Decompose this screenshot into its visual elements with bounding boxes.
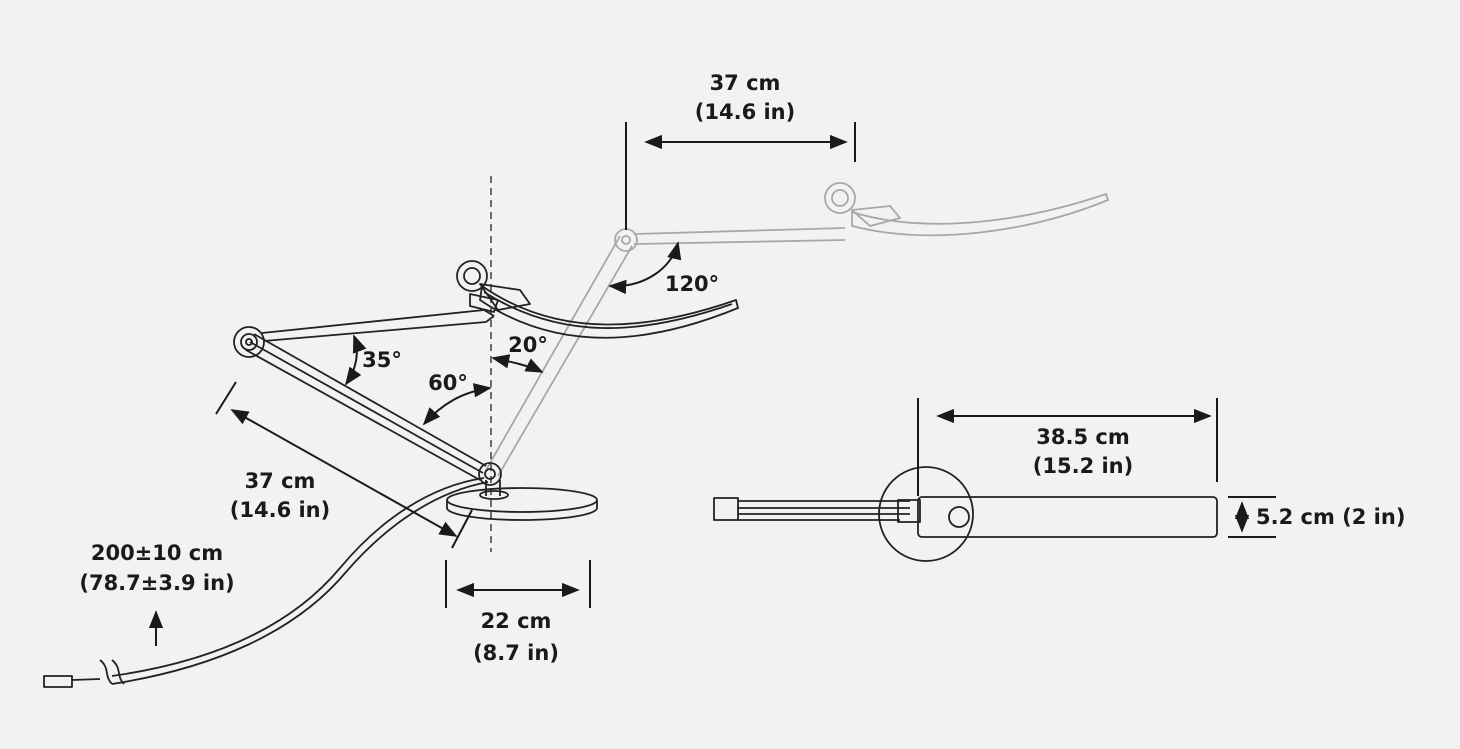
lamp-head — [479, 285, 739, 339]
head-hinge — [456, 260, 488, 292]
ghost-lamp — [485, 182, 1110, 477]
base-label-in: (8.7 in) — [473, 641, 559, 665]
head-length-label-in: (15.2 in) — [1033, 454, 1133, 478]
arm-label-in: (14.6 in) — [230, 498, 330, 522]
angle-35-label: 35° — [362, 348, 402, 372]
dimension-lines — [148, 122, 1276, 646]
elbow-joint — [233, 326, 265, 358]
angle-120-label: 120° — [665, 272, 719, 296]
cable-plug — [43, 675, 73, 688]
arm-label-cm: 37 cm — [245, 469, 316, 493]
top-view — [713, 466, 1218, 562]
reach-label-cm: 37 cm — [710, 71, 781, 95]
cable-label-cm: 200±10 cm — [91, 541, 223, 565]
angle-60-label: 60° — [428, 371, 468, 395]
top-view-head — [917, 496, 1218, 538]
head-length-label-cm: 38.5 cm — [1036, 425, 1129, 449]
head-width-label: 5.2 cm (2 in) — [1256, 505, 1405, 529]
lamp-base — [446, 487, 598, 513]
angle-20-label: 20° — [508, 333, 548, 357]
upper-arm — [261, 309, 485, 334]
base-joint — [478, 462, 502, 486]
reach-label-in: (14.6 in) — [695, 100, 795, 124]
base-label-cm: 22 cm — [481, 609, 552, 633]
main-lamp — [43, 260, 739, 688]
cable-label-in: (78.7±3.9 in) — [79, 571, 234, 595]
